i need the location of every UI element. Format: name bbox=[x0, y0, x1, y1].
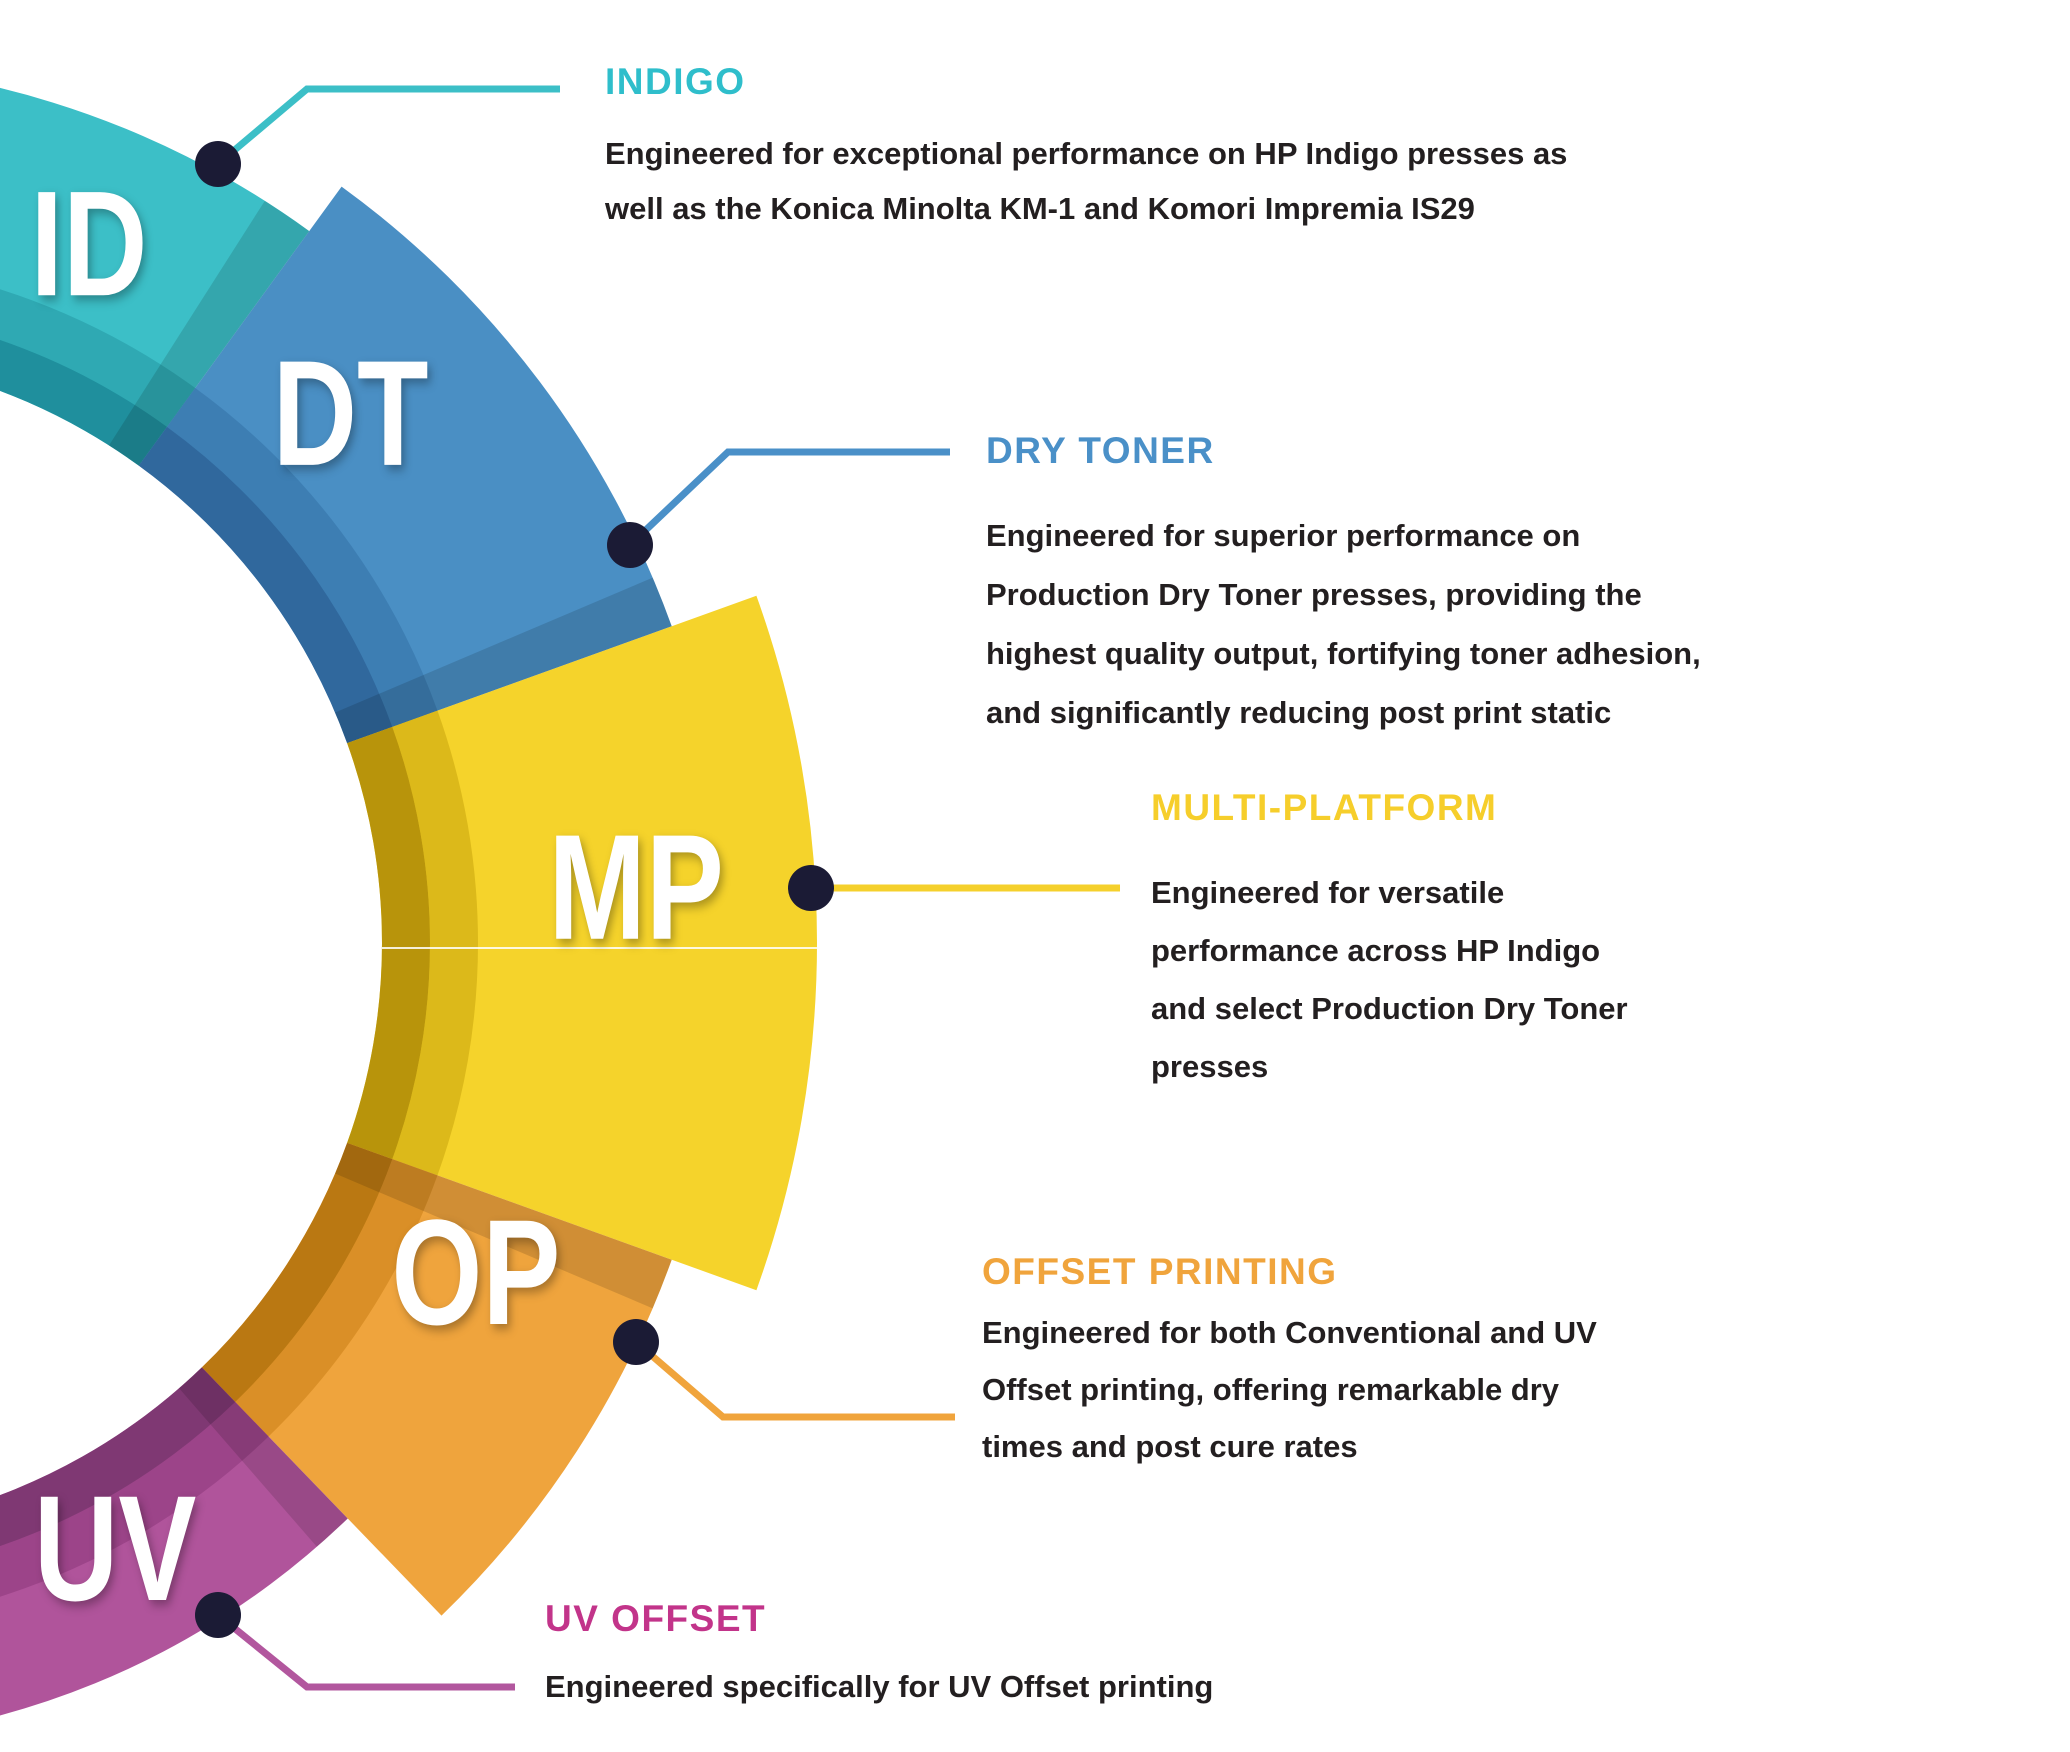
label-block-indigo: INDIGO Engineered for exceptional perfor… bbox=[605, 61, 1567, 226]
label-block-offset-printing: OFFSET PRINTING Engineered for both Conv… bbox=[982, 1251, 1597, 1464]
boundary-shadow-uv bbox=[179, 1367, 348, 1547]
callout-dot-dt bbox=[607, 522, 653, 568]
segment-mp-inner-band-mid bbox=[392, 710, 479, 1176]
segment-uv-inner-band-dark bbox=[0, 1367, 236, 1547]
section-description-multi-platform: Engineered for versatile performance acr… bbox=[1151, 875, 1628, 1084]
callout-dot-id bbox=[195, 141, 241, 187]
segment-op-inner-band-dark bbox=[201, 1142, 393, 1402]
section-description-dry-toner: Engineered for superior performance on P… bbox=[986, 518, 1701, 730]
section-description-uv-offset: Engineered specifically for UV Offset pr… bbox=[545, 1669, 1214, 1704]
segment-letter-id: ID bbox=[30, 159, 147, 327]
section-heading-multi-platform: MULTI-PLATFORM bbox=[1151, 787, 1498, 828]
segment-mp-wedge bbox=[347, 595, 817, 1291]
label-block-multi-platform: MULTI-PLATFORM Engineered for versatile … bbox=[1151, 787, 1628, 1084]
connector-line-uv bbox=[215, 1612, 515, 1691]
boundary-shadow-id bbox=[109, 200, 310, 466]
section-heading-offset-printing: OFFSET PRINTING bbox=[982, 1251, 1338, 1292]
section-description-offset-printing: Engineered for both Conventional and UV … bbox=[982, 1315, 1597, 1464]
segment-dt-inner-band-dark bbox=[138, 426, 393, 744]
segment-uv-inner-band-mid bbox=[0, 1401, 269, 1597]
section-heading-indigo: INDIGO bbox=[605, 61, 746, 102]
section-heading-uv-offset: UV OFFSET bbox=[545, 1598, 767, 1639]
boundary-shadow-op bbox=[335, 1142, 672, 1309]
segment-letter-dt: DT bbox=[273, 329, 429, 497]
label-block-uv-offset: UV OFFSET Engineered specifically for UV… bbox=[545, 1598, 1213, 1704]
segment-letter-op: OP bbox=[391, 1188, 560, 1356]
connector-line-id bbox=[215, 85, 560, 167]
segment-dt-wedge bbox=[138, 186, 672, 744]
connector-line-dt bbox=[627, 448, 950, 548]
connector-line-op bbox=[633, 1339, 955, 1421]
callout-dot-uv bbox=[195, 1592, 241, 1638]
boundary-shadow-dt bbox=[335, 577, 672, 744]
segment-mp-inner-band-dark bbox=[347, 726, 430, 1160]
segment-letter-uv: UV bbox=[34, 1464, 197, 1632]
segment-id-inner-band-dark bbox=[0, 339, 168, 466]
segment-id-inner-band-mid bbox=[0, 289, 196, 427]
segment-op-inner-band-mid bbox=[235, 1159, 438, 1437]
label-block-dry-toner: DRY TONER Engineered for superior perfor… bbox=[986, 430, 1701, 730]
callout-dot-op bbox=[613, 1319, 659, 1365]
callout-dot-mp bbox=[788, 865, 834, 911]
segment-dt-inner-band-mid bbox=[167, 388, 438, 727]
segment-letter-mp: MP bbox=[548, 803, 723, 971]
section-description-indigo: Engineered for exceptional performance o… bbox=[605, 136, 1568, 226]
section-heading-dry-toner: DRY TONER bbox=[986, 430, 1215, 471]
